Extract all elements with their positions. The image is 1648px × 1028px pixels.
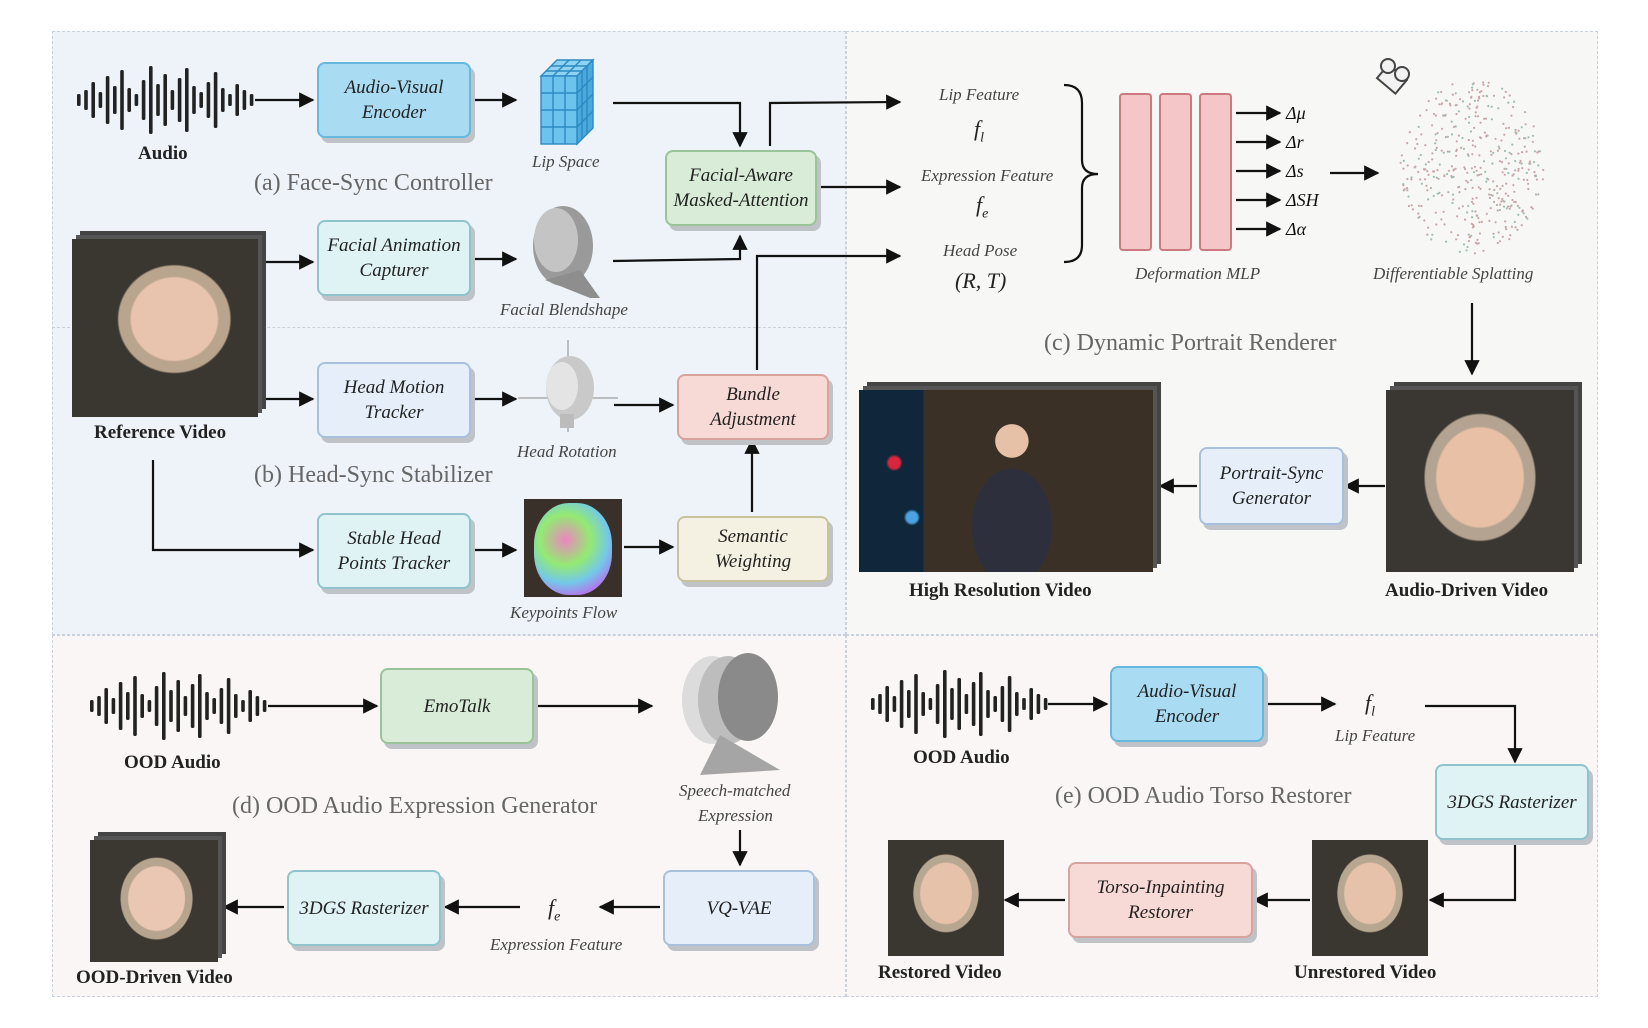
expression-feature-label: Expression Feature (921, 166, 1054, 185)
lip-feature-symbol: fl (974, 116, 985, 146)
audio-driven-video-label: Audio-Driven Video (1385, 580, 1549, 601)
panel-divider (52, 327, 846, 328)
lip-feature-e-label: Lip Feature (1335, 726, 1416, 745)
reference-video-image (72, 239, 258, 417)
3dgs-rasterizer-e-box: 3DGS Rasterizer (1435, 764, 1589, 840)
lip-space-label: Lip Space (532, 152, 600, 171)
expression-feature-symbol: fe (976, 192, 989, 222)
head-rotation-label: Head Rotation (517, 442, 617, 461)
section-b-title: (b) Head-Sync Stabilizer (254, 462, 493, 488)
delta-sh-label: ΔSH (1286, 190, 1319, 210)
unrestored-video-image (1312, 840, 1428, 956)
ood-audio-e-label: OOD Audio (913, 747, 1010, 768)
vq-vae-box: VQ-VAE (663, 870, 815, 946)
head-pose-label: Head Pose (943, 241, 1018, 260)
head-pose-symbol: (R, T) (955, 268, 1007, 293)
stable-head-points-tracker-box: Stable Head Points Tracker (317, 513, 471, 589)
audio-driven-video-image (1386, 390, 1574, 572)
3dgs-rasterizer-d-box: 3DGS Rasterizer (287, 870, 441, 946)
keypoints-flow-image (524, 499, 622, 597)
audio-visual-encoder-box: Audio-Visual Encoder (317, 62, 471, 138)
lip-space-cube-icon (539, 58, 595, 146)
section-d-title: (d) OOD Audio Expression Generator (232, 793, 598, 819)
semantic-weighting-box: Semantic Weighting (677, 516, 829, 582)
head-rotation-icon (518, 340, 618, 432)
gaussian-splatting-cloud-icon (1399, 81, 1545, 255)
torso-inpainting-restorer-box: Torso-Inpainting Restorer (1068, 862, 1253, 938)
deformation-mlp-layers (1119, 93, 1232, 251)
speech-matched-expression-icon (682, 653, 780, 775)
ood-driven-video-image (90, 840, 218, 962)
ood-driven-video-label: OOD-Driven Video (76, 967, 233, 988)
audio-visual-encoder-e-box: Audio-Visual Encoder (1110, 666, 1264, 742)
audio-label: Audio (138, 143, 188, 164)
camera-icon (1375, 58, 1410, 96)
bundle-adjustment-box: Bundle Adjustment (677, 374, 829, 440)
expression-label: Expression (698, 806, 773, 825)
expression-feature-d-symbol: fe (548, 895, 561, 925)
delta-alpha-label: Δα (1286, 219, 1307, 239)
feature-brace (1063, 83, 1099, 264)
unrestored-video-label: Unrestored Video (1294, 962, 1437, 983)
section-a-title: (a) Face-Sync Controller (254, 170, 493, 196)
reference-video-label: Reference Video (94, 422, 227, 443)
portrait-sync-generator-box: Portrait-Sync Generator (1199, 447, 1344, 525)
lip-feature-e-symbol: fl (1365, 690, 1376, 720)
section-c-title: (c) Dynamic Portrait Renderer (1044, 330, 1337, 356)
ood-audio-e-waveform-icon (871, 670, 1048, 738)
facial-animation-capturer-box: Facial Animation Capturer (317, 220, 471, 296)
delta-s-label: Δs (1286, 161, 1304, 181)
delta-mu-label: Δμ (1286, 103, 1306, 123)
facial-aware-masked-attention-box: Facial-Aware Masked-Attention (665, 150, 817, 226)
ood-audio-d-label: OOD Audio (124, 752, 221, 773)
audio-waveform-icon (77, 66, 254, 134)
ood-audio-d-waveform-icon (90, 672, 267, 740)
differentiable-splatting-label: Differentiable Splatting (1373, 264, 1534, 283)
facial-blendshape-label: Facial Blendshape (500, 300, 628, 319)
high-resolution-video-label: High Resolution Video (909, 580, 1092, 601)
speech-matched-label: Speech-matched (679, 781, 791, 800)
facial-blendshape-head-icon (533, 206, 600, 298)
emotalk-box: EmoTalk (380, 668, 534, 744)
keypoints-flow-label: Keypoints Flow (510, 603, 618, 622)
head-motion-tracker-box: Head Motion Tracker (317, 362, 471, 438)
deformation-mlp-label: Deformation MLP (1135, 264, 1261, 283)
delta-r-label: Δr (1286, 132, 1304, 152)
high-resolution-video-image (859, 390, 1153, 572)
restored-video-image (888, 840, 1004, 956)
lip-feature-label: Lip Feature (939, 85, 1020, 104)
restored-video-label: Restored Video (878, 962, 1002, 983)
section-e-title: (e) OOD Audio Torso Restorer (1055, 783, 1352, 809)
expression-feature-d-label: Expression Feature (490, 935, 623, 954)
